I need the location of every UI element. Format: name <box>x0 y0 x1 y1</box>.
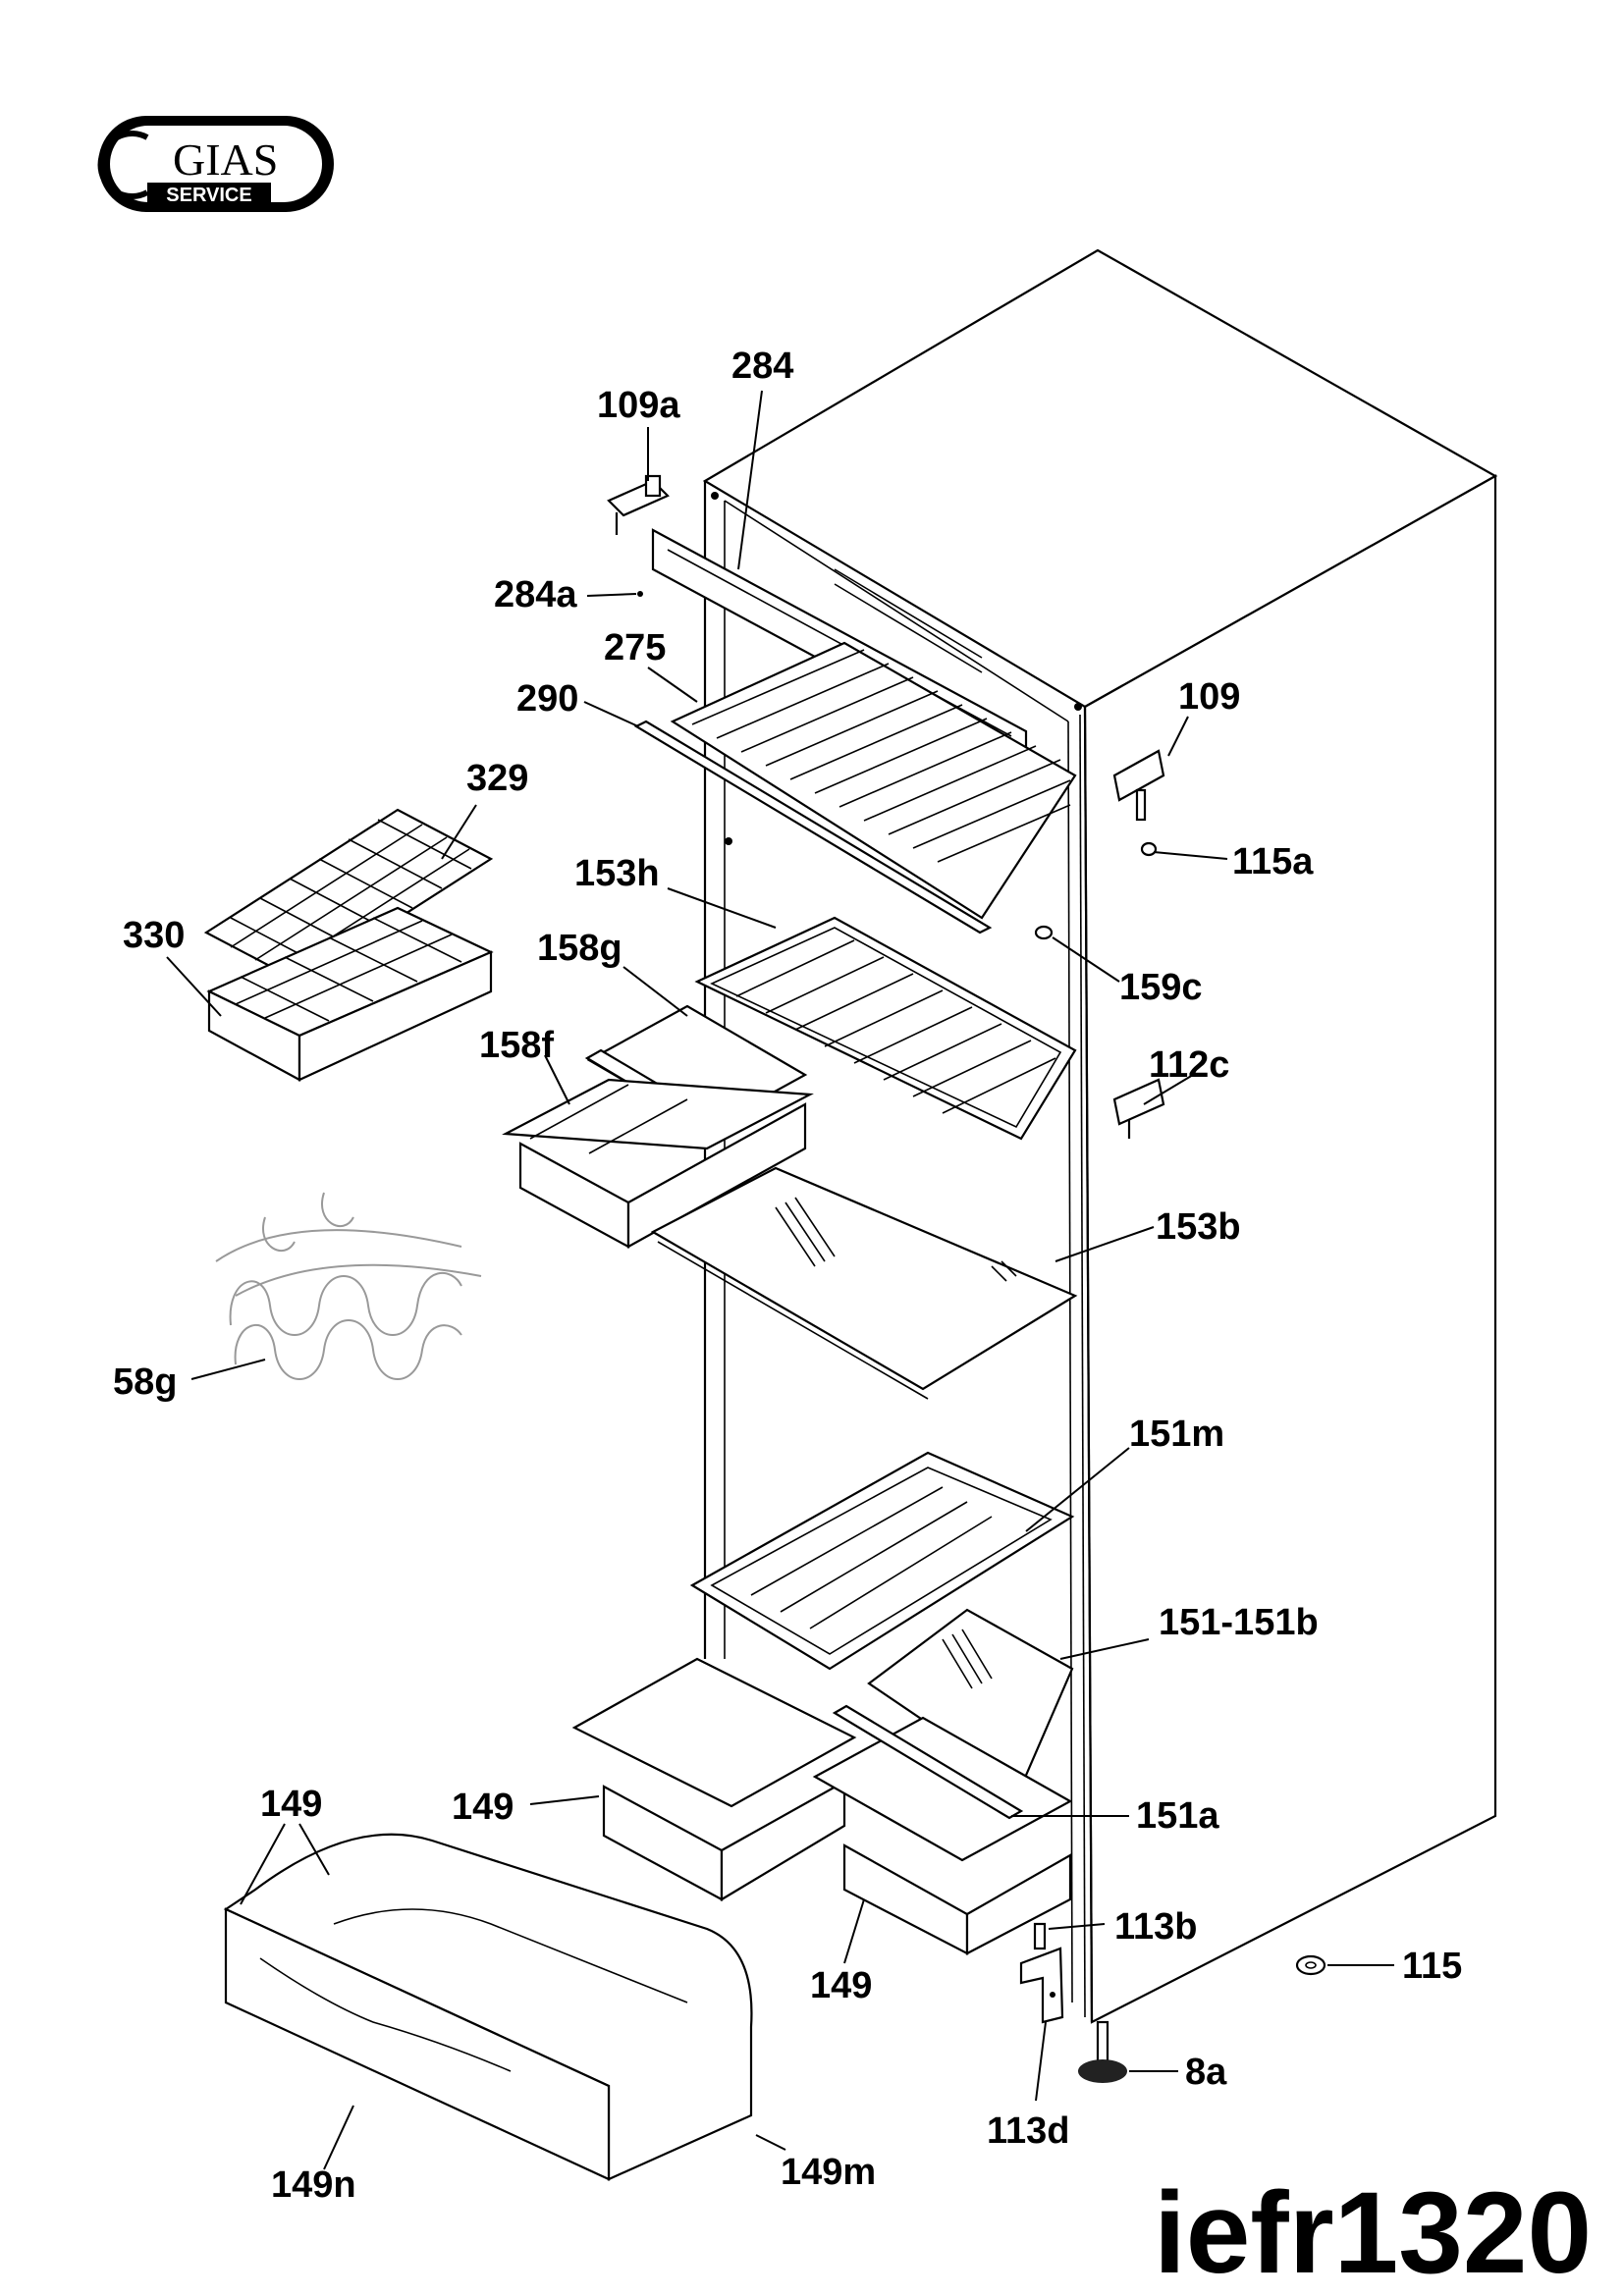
callout-113d: 113d <box>987 2110 1070 2152</box>
callout-330: 330 <box>123 915 185 956</box>
part-158f-drawer <box>502 1078 814 1249</box>
callout-149-top: 149 <box>260 1784 322 1825</box>
callout-284: 284 <box>731 346 793 387</box>
refrigerator-cabinet <box>702 248 1498 2024</box>
model-number: iefr1320 <box>1154 2168 1592 2296</box>
part-8a-foot <box>1078 2020 1127 2083</box>
callout-153b: 153b <box>1156 1206 1241 1248</box>
part-109-hinge <box>1112 749 1165 822</box>
callout-151-151b: 151-151b <box>1159 1602 1319 1643</box>
logo-sub: SERVICE <box>166 185 251 206</box>
part-109a-top-hinge <box>607 474 670 535</box>
leader-lines <box>166 390 1394 2170</box>
part-58g-wine-rack <box>215 1192 482 1380</box>
callout-109a: 109a <box>597 385 680 426</box>
callout-151a: 151a <box>1136 1795 1219 1837</box>
callout-labels: 109a 284 284a 275 290 109 115a 329 330 1… <box>113 346 1462 2206</box>
callout-115: 115 <box>1402 1946 1462 1987</box>
part-153h-wire-shelf <box>694 916 1077 1141</box>
part-113d-bottom-hinge <box>1019 1947 1064 2024</box>
callout-284a: 284a <box>494 574 577 615</box>
callout-113b: 113b <box>1114 1906 1198 1948</box>
part-115-washer <box>1295 1954 1326 1976</box>
part-113b-hinge-pin <box>1033 1922 1047 1950</box>
gias-service-logo: GIAS SERVICE <box>97 116 334 212</box>
callout-151m: 151m <box>1129 1414 1224 1455</box>
callout-149-mid: 149 <box>452 1787 514 1828</box>
callout-149-bottom: 149 <box>810 1965 872 2006</box>
part-151m-tray <box>689 1451 1075 1671</box>
callout-112c: 112c <box>1149 1044 1229 1086</box>
part-330-ice-cube-tray <box>206 906 494 1082</box>
callout-149n: 149n <box>271 2164 356 2206</box>
part-159c-pin <box>1034 925 1054 940</box>
callout-158f: 158f <box>479 1025 554 1066</box>
callout-153h: 153h <box>574 853 660 894</box>
callout-275: 275 <box>604 627 666 668</box>
callout-158g: 158g <box>537 928 622 969</box>
callout-159c: 159c <box>1119 967 1203 1008</box>
callout-149m: 149m <box>781 2152 876 2193</box>
logo-brand: GIAS <box>173 134 278 185</box>
part-112c-middle-hinge <box>1112 1078 1165 1139</box>
part-329-ice-tray-lid <box>203 808 494 984</box>
part-290-rod <box>633 720 993 934</box>
callout-58g: 58g <box>113 1362 177 1403</box>
part-115a-bushing <box>1140 841 1158 857</box>
part-151a-bar <box>832 1704 1024 1820</box>
callout-115a: 115a <box>1232 841 1314 882</box>
part-275-evaporator-grid <box>670 641 1077 920</box>
callout-8a: 8a <box>1185 2052 1227 2093</box>
part-149m-149n-door-bin <box>223 1833 753 2181</box>
callout-109: 109 <box>1178 676 1240 718</box>
callout-290: 290 <box>516 678 578 720</box>
part-284a-screw <box>637 591 643 597</box>
part-153b-glass-shelf <box>650 1166 1078 1400</box>
callout-329: 329 <box>466 758 528 799</box>
part-149-crisper-left <box>571 1657 857 1901</box>
